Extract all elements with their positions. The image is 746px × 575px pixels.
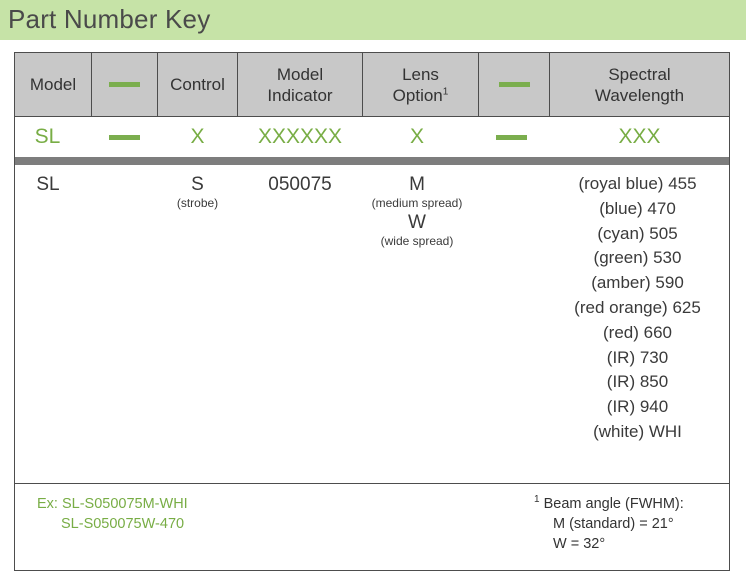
wavelength-item: (blue) 470 bbox=[599, 198, 676, 218]
column-divider bbox=[157, 53, 158, 116]
code-control: X bbox=[190, 125, 205, 148]
code-indicator: XXXXXX bbox=[257, 125, 343, 148]
header-control: Control bbox=[158, 53, 237, 116]
wavelength-item: (cyan) 505 bbox=[597, 223, 678, 243]
separator-bar bbox=[15, 157, 729, 165]
header-control-label: Control bbox=[170, 75, 225, 94]
header-spectral-line1: Spectral bbox=[608, 64, 671, 84]
wavelength-item: (IR) 850 bbox=[606, 372, 669, 392]
example-line-2: SL-S050075W-470 bbox=[61, 516, 185, 532]
code-row: SL X XXXXXX X XXX bbox=[15, 117, 729, 157]
footnote-line-2: W = 32° bbox=[553, 536, 606, 552]
code-model: SL bbox=[34, 125, 61, 148]
lens-option-code: W bbox=[408, 212, 426, 233]
header-indicator-line1: Model bbox=[276, 64, 324, 84]
wavelength-item: (white) WHI bbox=[593, 421, 682, 441]
page-title: Part Number Key bbox=[8, 4, 211, 34]
header-model: Model bbox=[15, 53, 91, 116]
dash-separator bbox=[498, 82, 530, 87]
wavelength-item: (IR) 940 bbox=[606, 397, 669, 417]
wavelength-item: (amber) 590 bbox=[591, 273, 684, 293]
wavelength-item: (royal blue) 455 bbox=[578, 174, 697, 193]
footnote-line-1: M (standard) = 21° bbox=[553, 516, 674, 532]
lens-option-note: (medium spread) bbox=[371, 196, 463, 210]
header-model-indicator: Model Indicator bbox=[238, 53, 362, 116]
beam-angle-footnote: 1 Beam angle (FWHM): M (standard) = 21° … bbox=[534, 494, 684, 554]
header-dash-2 bbox=[479, 53, 549, 116]
dash-separator bbox=[109, 82, 140, 87]
footer-divider bbox=[15, 483, 729, 484]
column-divider bbox=[478, 53, 479, 116]
wavelength-item: (red) 660 bbox=[603, 322, 672, 342]
header-lens-line1: Lens bbox=[402, 64, 439, 84]
header-lens-option: Lens Option1 bbox=[363, 53, 478, 116]
title-bar: Part Number Key bbox=[0, 0, 746, 40]
column-divider bbox=[91, 53, 92, 116]
code-spectral: XXX bbox=[618, 125, 661, 148]
header-indicator-line2: Indicator bbox=[267, 85, 333, 105]
header-dash-1 bbox=[92, 53, 157, 116]
wavelength-item: (green) 530 bbox=[593, 248, 682, 268]
wavelength-item: (red orange) 625 bbox=[574, 297, 701, 317]
control-code: S bbox=[191, 174, 204, 195]
footnote-marker: 1 bbox=[534, 494, 540, 506]
lens-option-code: M bbox=[409, 174, 425, 195]
value-model: SL bbox=[36, 174, 60, 195]
header-model-label: Model bbox=[29, 75, 77, 94]
lens-option-note: (wide spread) bbox=[380, 234, 454, 248]
footnote-mark: 1 bbox=[442, 85, 449, 97]
code-dash-2 bbox=[479, 117, 544, 157]
code-dash-1 bbox=[92, 117, 157, 157]
dash-separator bbox=[109, 134, 140, 140]
column-divider bbox=[549, 53, 550, 116]
header-spectral-wavelength: Spectral Wavelength bbox=[550, 53, 729, 116]
dash-separator bbox=[496, 134, 527, 140]
footnote-title: Beam angle (FWHM): bbox=[543, 496, 684, 512]
example-part-numbers: Ex: SL-S050075M-WHI SL-S050075W-470 bbox=[37, 494, 188, 534]
value-control: S (strobe) bbox=[158, 174, 237, 210]
control-note: (strobe) bbox=[176, 196, 219, 210]
value-lens-options: M (medium spread) W (wide spread) bbox=[363, 174, 471, 248]
wavelength-list: (royal blue) 455 (blue) 470 (cyan) 505 (… bbox=[550, 172, 725, 445]
column-divider bbox=[237, 53, 238, 116]
value-indicator: 050075 bbox=[268, 174, 332, 195]
example-line-1: Ex: SL-S050075M-WHI bbox=[37, 496, 188, 512]
column-divider bbox=[362, 53, 363, 116]
part-number-table: Model Control Model Indicator Lens Optio… bbox=[14, 52, 730, 571]
header-lens-line2: Option bbox=[392, 85, 443, 105]
header-spectral-line2: Wavelength bbox=[594, 85, 685, 105]
wavelength-item: (IR) 730 bbox=[606, 347, 669, 367]
header-row: Model Control Model Indicator Lens Optio… bbox=[15, 53, 729, 117]
code-lens: X bbox=[409, 125, 424, 148]
